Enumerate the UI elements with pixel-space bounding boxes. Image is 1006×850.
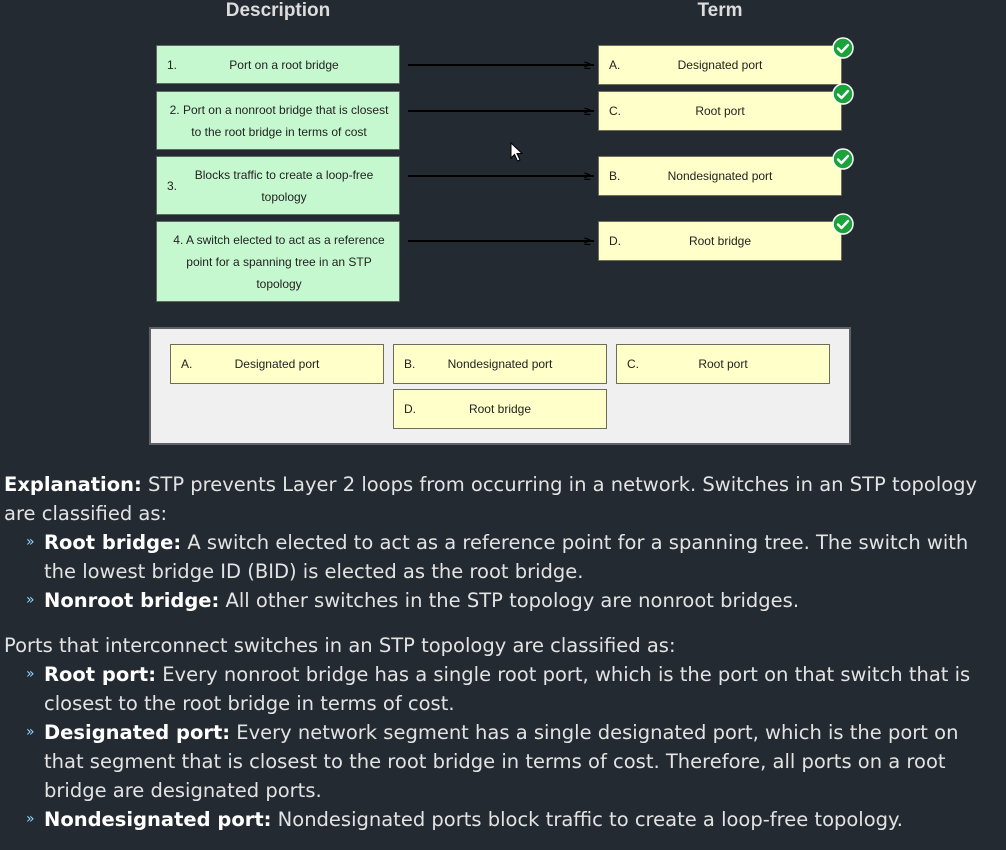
check-circle-icon: [832, 148, 854, 170]
check-circle-icon: [832, 37, 854, 59]
description-header: Description: [225, 0, 331, 21]
term-label: Root port: [695, 104, 745, 118]
matched-term-4[interactable]: D. Root bridge: [598, 221, 842, 261]
list-item-term: Root bridge:: [44, 531, 182, 554]
explanation-section: Explanation: STP prevents Layer 2 loops …: [4, 470, 1002, 850]
term-label: Designated port: [234, 357, 320, 371]
term-label: Nondesignated port: [447, 357, 553, 371]
list-item-text: A switch elected to act as a reference p…: [44, 531, 969, 583]
list-item-text: Every nonroot bridge has a single root p…: [44, 663, 971, 715]
list-item: » Nonroot bridge: All other switches in …: [26, 586, 1002, 615]
description-number: 2.: [169, 102, 180, 117]
description-text: A switch elected to act as a reference p…: [185, 232, 385, 291]
description-text: Port on a nonroot bridge that is closest…: [182, 102, 389, 139]
connector-line: [408, 240, 594, 242]
explanation-heading: Explanation:: [4, 473, 142, 496]
matched-term-2[interactable]: C. Root port: [598, 91, 842, 131]
list-item: » Root bridge: A switch elected to act a…: [26, 528, 1002, 586]
connector-line: [408, 175, 594, 177]
description-text: Blocks traffic to create a loop-free top…: [194, 167, 374, 204]
arrow-head-icon: ≥: [584, 58, 591, 72]
term-letter: C.: [609, 104, 621, 118]
term-bank: A. Designated port B. Nondesignated port…: [149, 327, 851, 445]
term-letter: D.: [609, 234, 621, 248]
description-item-2: 2. Port on a nonroot bridge that is clos…: [156, 91, 400, 150]
description-item-4: 4. A switch elected to act as a referenc…: [156, 221, 400, 302]
description-number: 1.: [167, 57, 178, 72]
list-item-text: Every network segment has a single desig…: [44, 721, 959, 802]
term-label: Designated port: [677, 58, 763, 72]
term-header: Term: [697, 0, 743, 21]
arrow-head-icon: ≥: [584, 169, 591, 183]
explanation-intro-text: STP prevents Layer 2 loops from occurrin…: [4, 473, 978, 525]
list-item-text: Nondesignated ports block traffic to cre…: [277, 808, 903, 831]
list-item-text: All other switches in the STP topology a…: [225, 589, 800, 612]
term-label: Nondesignated port: [667, 169, 773, 183]
arrow-head-icon: ≥: [584, 104, 591, 118]
term-label: Root port: [698, 357, 748, 371]
list-item-term: Nonroot bridge:: [44, 589, 220, 612]
description-number: 3.: [167, 178, 178, 193]
term-label: Root bridge: [468, 402, 532, 416]
ports-intro: Ports that interconnect switches in an S…: [4, 634, 676, 657]
connector-line: [408, 64, 594, 66]
term-letter: A.: [181, 357, 193, 371]
term-letter: C.: [627, 357, 639, 371]
double-chevron-right-icon: »: [26, 534, 35, 550]
check-circle-icon: [832, 83, 854, 105]
term-letter: D.: [404, 402, 416, 416]
term-chip-designated-port[interactable]: A. Designated port: [170, 344, 384, 384]
matched-term-1[interactable]: A. Designated port: [598, 45, 842, 85]
list-item: » Nondesignated port: Nondesignated port…: [26, 805, 1002, 834]
explanation-intro: Explanation: STP prevents Layer 2 loops …: [4, 470, 1002, 528]
connector-line: [408, 110, 594, 112]
description-text: Port on a root bridge: [229, 57, 339, 72]
term-letter: B.: [404, 357, 416, 371]
term-label: Root bridge: [688, 234, 752, 248]
mouse-pointer-icon: [510, 142, 524, 162]
term-letter: B.: [609, 169, 621, 183]
description-number: 4.: [173, 232, 184, 247]
port-types-list: » Root port: Every nonroot bridge has a …: [4, 660, 1002, 834]
description-item-1: 1. Port on a root bridge: [156, 45, 400, 84]
term-chip-root-port[interactable]: C. Root port: [616, 344, 830, 384]
list-item-term: Root port:: [44, 663, 157, 686]
list-item-term: Designated port:: [44, 721, 231, 744]
description-item-3: 3. Blocks traffic to create a loop-free …: [156, 156, 400, 215]
double-chevron-right-icon: »: [26, 666, 35, 682]
switch-types-list: » Root bridge: A switch elected to act a…: [4, 528, 1002, 615]
term-letter: A.: [609, 58, 621, 72]
double-chevron-right-icon: »: [26, 592, 35, 608]
double-chevron-right-icon: »: [26, 724, 35, 740]
term-chip-nondesignated-port[interactable]: B. Nondesignated port: [393, 344, 607, 384]
list-item: » Designated port: Every network segment…: [26, 718, 1002, 805]
list-item-term: Nondesignated port:: [44, 808, 272, 831]
term-chip-root-bridge[interactable]: D. Root bridge: [393, 389, 607, 429]
check-circle-icon: [832, 213, 854, 235]
list-item: » Root port: Every nonroot bridge has a …: [26, 660, 1002, 718]
matched-term-3[interactable]: B. Nondesignated port: [598, 156, 842, 196]
arrow-head-icon: ≥: [584, 234, 591, 248]
double-chevron-right-icon: »: [26, 811, 35, 827]
